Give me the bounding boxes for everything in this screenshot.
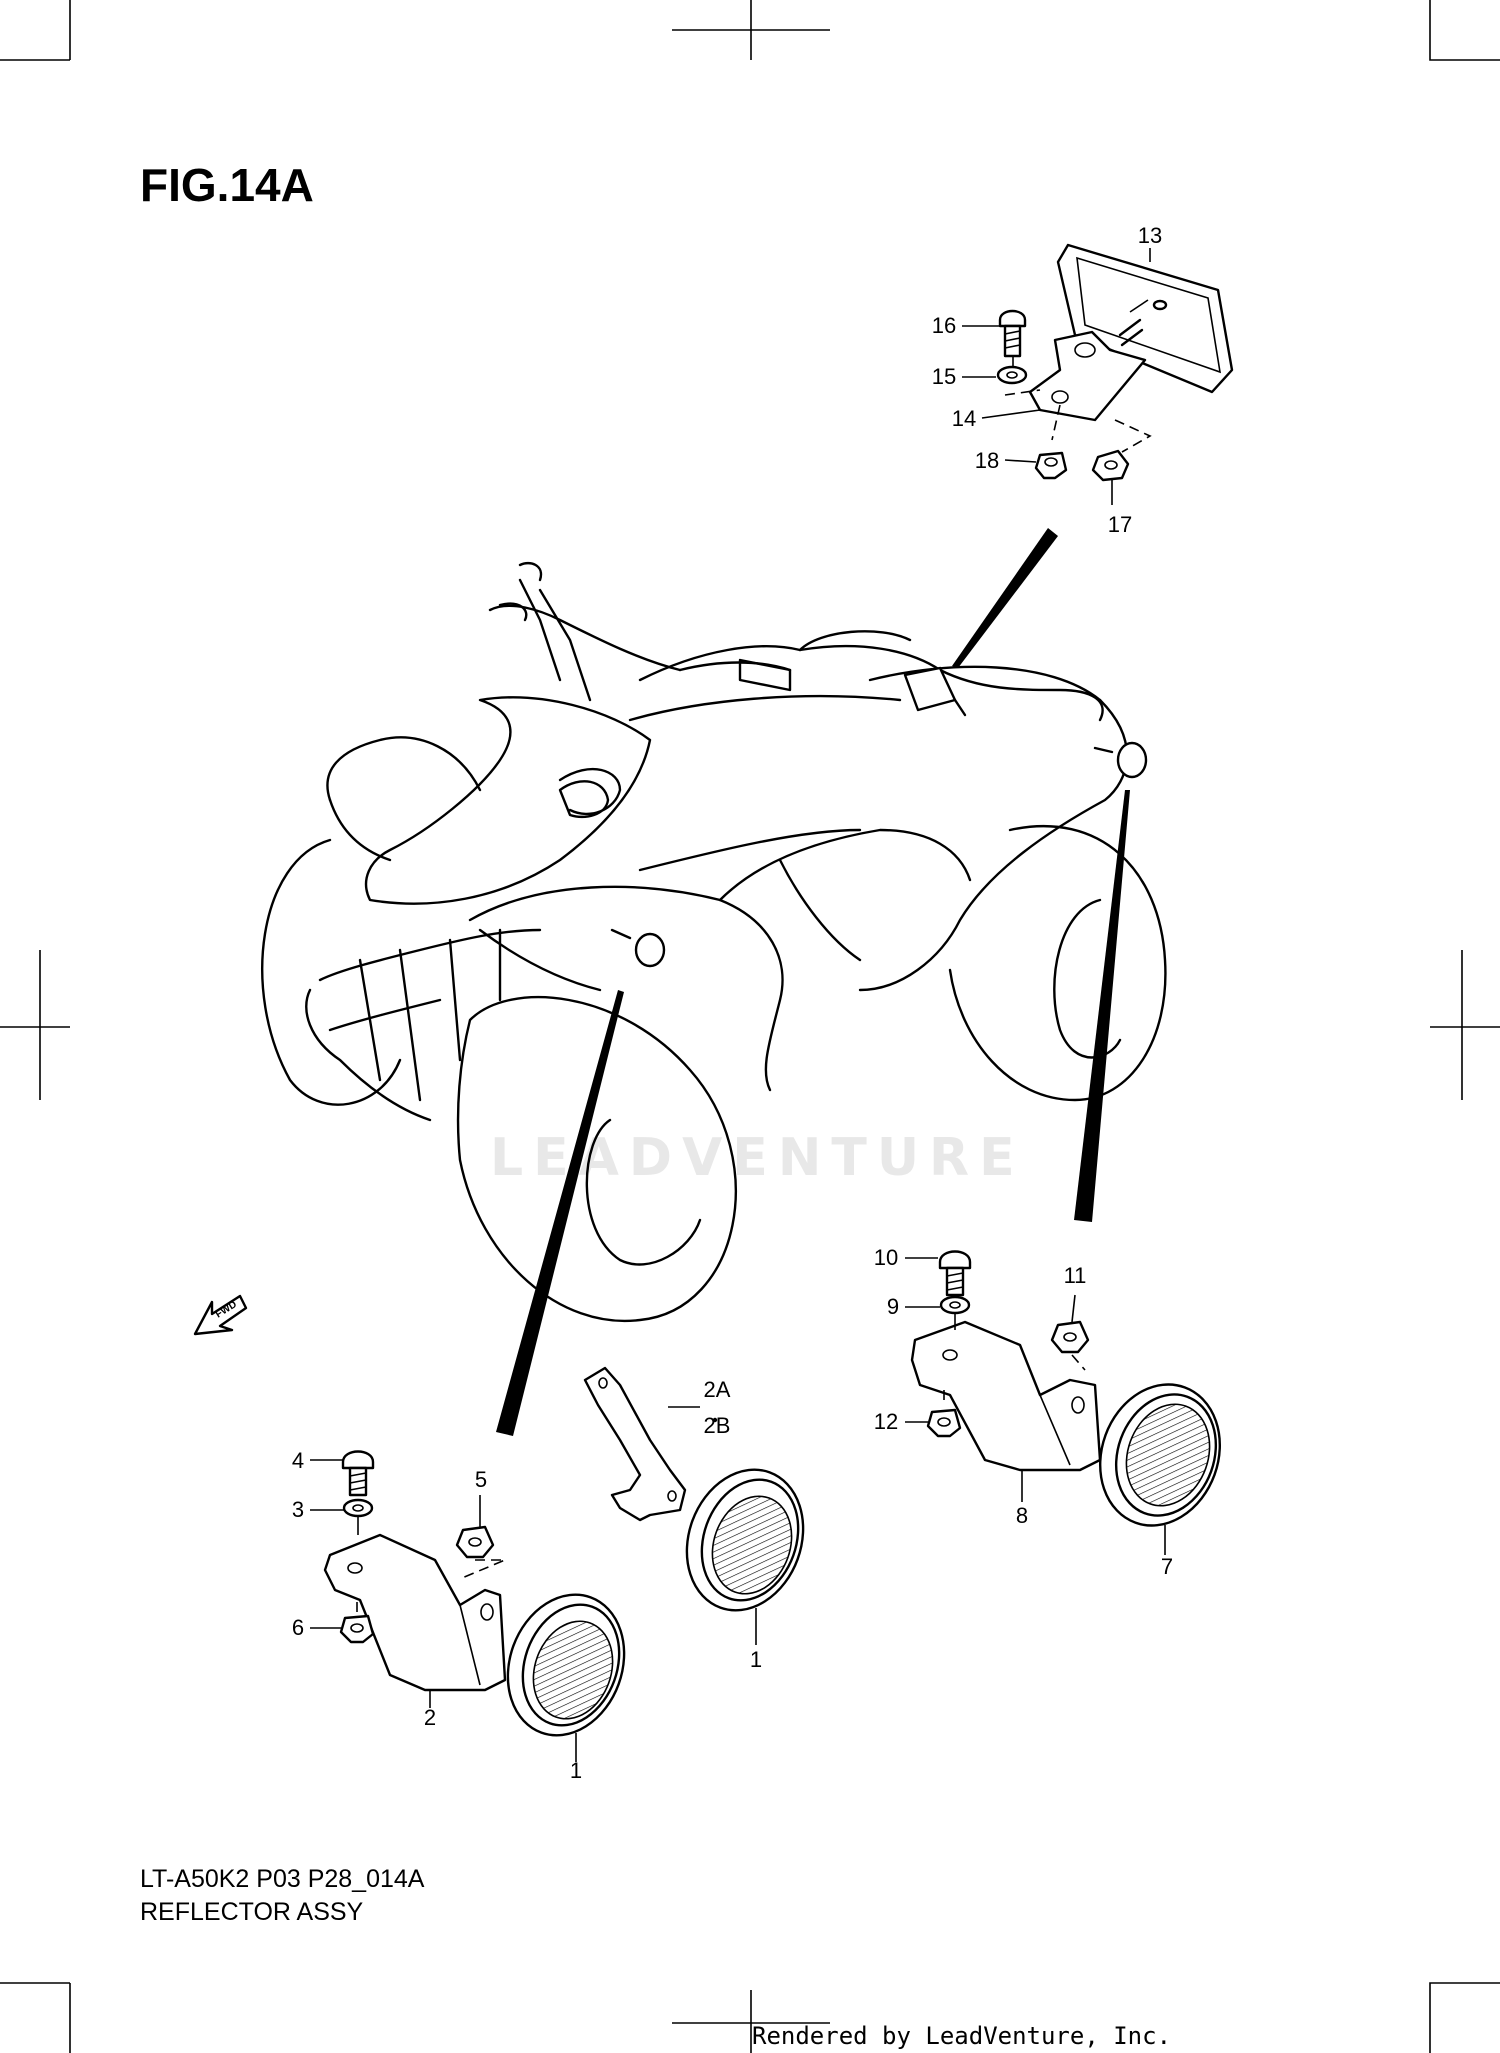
right-assembly-guides [943,1314,1086,1400]
part-9-washer [939,1295,971,1315]
callout-18: 18 [974,448,1000,473]
callout-16: 16 [931,313,957,338]
callout-17: 17 [1107,512,1133,537]
part-18-nut [1034,451,1068,480]
part-10-screw [938,1250,972,1297]
callout-13: 13 [1137,223,1163,248]
atv-outline [261,561,1167,1323]
part-8-bracket [910,1320,1102,1472]
callout-14: 14 [951,406,977,431]
part-6-nut [339,1614,375,1644]
part-15-washer [996,365,1028,385]
callout-4: 4 [291,1448,305,1473]
part-2a-2b-bracket [583,1366,687,1522]
part-14-bracket [1028,330,1147,422]
assembly-name: REFLECTOR ASSY [140,1898,364,1926]
callout-8: 8 [1015,1503,1029,1528]
atv-reflector-front-side [610,928,666,968]
callout-3: 3 [291,1497,305,1522]
part-17-nut [1091,449,1130,482]
model-code: LT-A50K2 P03 P28_014A [140,1865,425,1893]
part-1-reflector-middle [685,1468,805,1612]
callout-10: 10 [873,1245,899,1270]
callout-6: 6 [291,1615,305,1640]
callout-2: 2 [423,1705,437,1730]
atv-reflector-rear-side [1093,741,1148,779]
part-13-reflector [1056,243,1234,394]
callout-2a: 2A [703,1377,731,1402]
part-1-reflector-left [506,1593,626,1737]
part-16-screw [998,309,1027,358]
callout-1-left: 1 [569,1758,583,1783]
fwd-arrow-icon [193,1294,248,1336]
figure-title: FIG.14A [140,159,314,211]
part-3-washer [342,1498,374,1518]
callout-15: 15 [931,364,957,389]
callout-7: 7 [1160,1554,1174,1579]
atv-reflector-rear-top [903,666,967,717]
callout-12: 12 [873,1409,899,1434]
rendered-by-credit: Rendered by LeadVenture, Inc. [752,2022,1172,2050]
part-5-clip [455,1525,495,1559]
left-assembly-guides [356,1517,506,1612]
part-11-clip [1050,1320,1090,1354]
part-12-nut [926,1408,962,1438]
callout-5: 5 [474,1467,488,1492]
callout-leaders [310,248,1166,1762]
callout-2a-2b-dot [712,1417,718,1423]
part-2-bracket [323,1533,507,1692]
part-4-screw [341,1450,375,1497]
leader-wedges [496,528,1130,1436]
part-7-reflector [1098,1383,1222,1527]
top-assembly-guides [1004,357,1152,453]
callout-1-middle: 1 [749,1647,763,1672]
callout-9: 9 [886,1294,900,1319]
callout-11: 11 [1063,1263,1087,1288]
callout-2b: 2B [703,1413,731,1438]
